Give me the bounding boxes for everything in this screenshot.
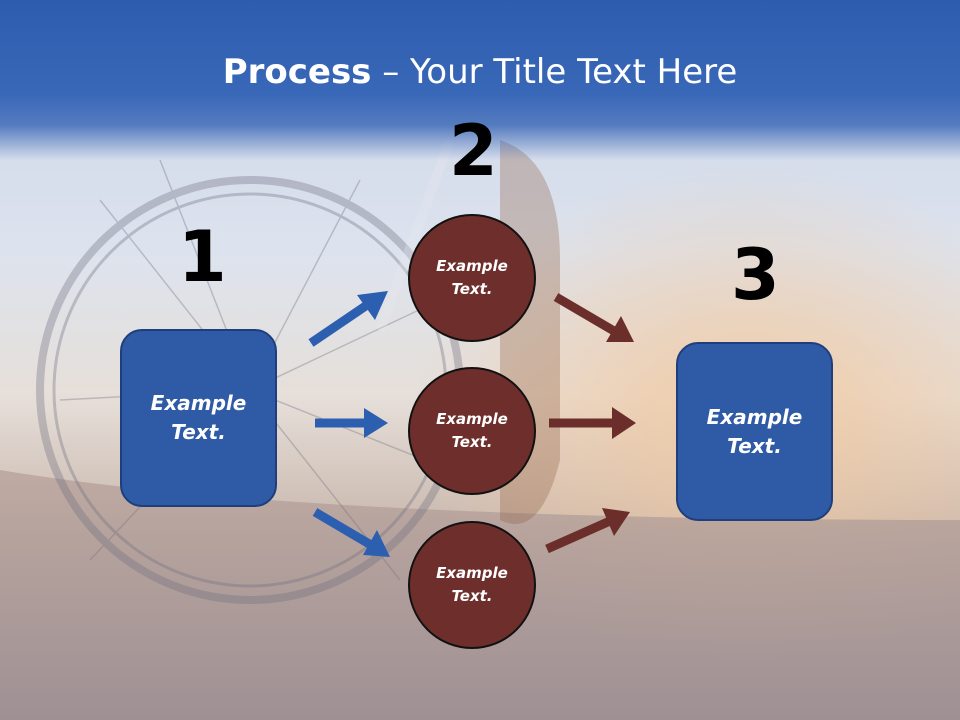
circle-top-text: Example Text. (436, 257, 508, 298)
circle-top: Example Text. (408, 214, 536, 342)
arrow-bottom-to-right (545, 508, 630, 554)
arrow-top-to-right (553, 293, 634, 342)
step-number-1: 1 (178, 216, 227, 298)
title-rest: – Your Title Text Here (371, 52, 738, 92)
slide-title: Process – Your Title Text Here (0, 52, 960, 92)
title-band (0, 0, 960, 160)
arrow-middle-to-right (549, 407, 636, 439)
circle-bottom-text: Example Text. (436, 564, 508, 605)
left-box-text: Example Text. (150, 391, 247, 444)
arrow-left-to-bottom (312, 508, 390, 557)
left-box: Example Text. (120, 329, 277, 507)
circle-middle: Example Text. (408, 367, 536, 495)
circle-middle-text: Example Text. (436, 410, 508, 451)
arrow-left-to-middle (315, 408, 388, 438)
circle-bottom: Example Text. (408, 521, 536, 649)
step-number-2: 2 (449, 110, 498, 192)
step-number-3: 3 (731, 234, 780, 316)
title-bold: Process (222, 52, 372, 92)
right-box-text: Example Text. (706, 404, 803, 458)
right-box: Example Text. (676, 342, 833, 521)
arrow-left-to-top (308, 291, 388, 347)
